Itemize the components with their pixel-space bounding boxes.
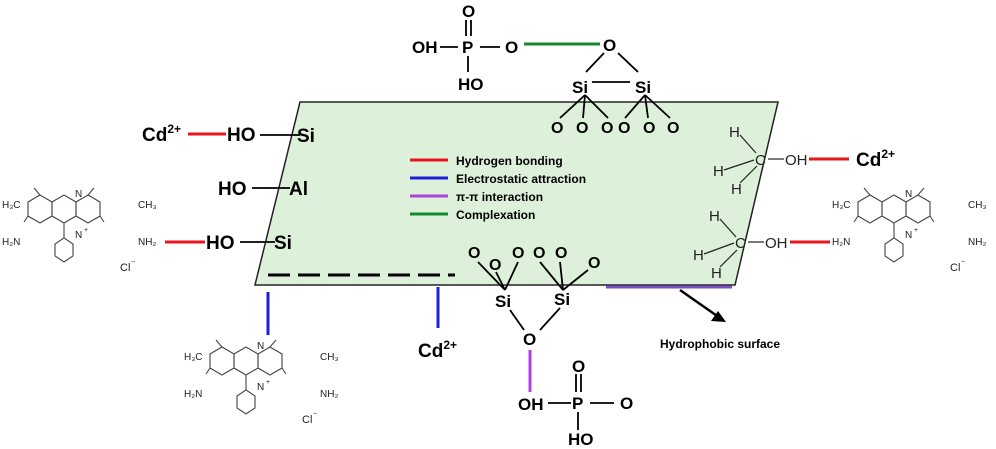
hydrophobic-arrowhead xyxy=(711,311,726,322)
top-siloxane-oxygens: O O O O O O xyxy=(551,120,679,137)
silanol-ho-top: HO xyxy=(227,125,256,146)
legend: Hydrogen bonding Electrostatic attractio… xyxy=(410,154,586,222)
svg-text:H: H xyxy=(693,247,704,264)
cd-ion-bottom: Cd2+ xyxy=(418,338,457,362)
svg-text:N: N xyxy=(905,189,912,200)
aluminol-ho: HO xyxy=(218,179,247,200)
svg-text:N: N xyxy=(75,189,82,200)
dye-molecule-left: H₃C CH₃ H₂N NH₂ N N + Cl − xyxy=(2,187,157,274)
dye-molecule-right: H₃C CH₃ H₂N NH₂ N N + Cl − xyxy=(832,187,987,274)
svg-text:N: N xyxy=(257,341,264,352)
svg-text:N: N xyxy=(905,230,912,241)
methanol-group-top: H H H C OH xyxy=(713,124,808,198)
svg-text:Cl: Cl xyxy=(950,262,960,274)
svg-text:O: O xyxy=(618,120,630,137)
svg-text:H: H xyxy=(729,124,740,141)
dye-molecule-bottom: H₃C CH₃ H₂N NH₂ N N + Cl − xyxy=(184,339,339,426)
svg-text:N: N xyxy=(257,382,264,393)
svg-text:+: + xyxy=(266,379,270,386)
svg-text:O: O xyxy=(667,120,679,137)
svg-text:H₂N: H₂N xyxy=(832,237,850,248)
svg-text:OH: OH xyxy=(785,152,808,169)
svg-text:Cl: Cl xyxy=(120,262,130,274)
svg-text:O: O xyxy=(512,245,524,262)
legend-electrostatic: Electrostatic attraction xyxy=(456,172,586,186)
svg-text:H: H xyxy=(709,208,720,225)
svg-text:−: − xyxy=(961,259,965,266)
bottom-phosphate-o: O xyxy=(620,394,633,413)
svg-text:N: N xyxy=(75,230,82,241)
svg-text:H₃C: H₃C xyxy=(184,352,203,363)
top-phosphate-o-double: O xyxy=(462,2,475,21)
cd-ion-right: Cd2+ xyxy=(856,147,895,171)
svg-text:CH₃: CH₃ xyxy=(320,352,339,363)
aluminol-al: Al xyxy=(289,179,308,200)
top-phosphate-oh: OH xyxy=(412,38,438,57)
svg-text:CH₃: CH₃ xyxy=(968,200,987,211)
legend-complexation: Complexation xyxy=(456,208,535,222)
svg-text:H₂N: H₂N xyxy=(2,237,20,248)
cd-ion-left: Cd2+ xyxy=(142,122,181,146)
bottom-siloxane-oxygens: O O O O O O xyxy=(468,245,600,274)
svg-text:H₃C: H₃C xyxy=(832,200,851,211)
top-phosphate-p: P xyxy=(462,38,473,57)
svg-text:CH₃: CH₃ xyxy=(138,200,157,211)
bottom-si-right: Si xyxy=(554,290,570,309)
svg-text:H: H xyxy=(711,265,722,282)
svg-text:O: O xyxy=(489,257,501,274)
top-siloxane-o: O xyxy=(603,36,616,55)
bottom-phosphate-group xyxy=(548,374,614,430)
svg-text:O: O xyxy=(555,245,567,262)
top-phosphate-ho: HO xyxy=(458,75,484,94)
svg-text:O: O xyxy=(576,120,588,137)
silanol-si-top: Si xyxy=(297,126,315,147)
svg-text:NH₂: NH₂ xyxy=(320,389,338,400)
silanol-ho-bottom: HO xyxy=(206,233,235,254)
bottom-siloxane-bonds xyxy=(477,261,589,331)
svg-text:O: O xyxy=(588,255,600,272)
svg-text:O: O xyxy=(533,245,545,262)
svg-text:H: H xyxy=(713,163,724,180)
top-phosphate-o-bridge: O xyxy=(505,38,518,57)
top-phosphate-group xyxy=(440,20,500,72)
svg-text:OH: OH xyxy=(765,235,788,252)
svg-text:NH₂: NH₂ xyxy=(138,237,156,248)
hydrophobic-surface-label: Hydrophobic surface xyxy=(660,337,780,351)
svg-text:C: C xyxy=(735,235,746,252)
svg-text:H₃C: H₃C xyxy=(2,200,21,211)
svg-text:+: + xyxy=(84,227,88,234)
bottom-si-left: Si xyxy=(495,292,511,311)
adsorbent-surface xyxy=(254,101,779,286)
bottom-phosphate-o-double: O xyxy=(572,357,585,376)
bottom-phosphate-ho: HO xyxy=(568,430,594,449)
svg-text:H: H xyxy=(731,181,742,198)
methanol-group-bottom: H H H C OH xyxy=(693,208,788,282)
hydrophobic-arrow xyxy=(679,288,721,320)
svg-text:H₂N: H₂N xyxy=(184,389,202,400)
legend-hydrogen-bonding: Hydrogen bonding xyxy=(456,154,563,168)
svg-text:O: O xyxy=(551,120,563,137)
bottom-siloxane-o: O xyxy=(523,330,536,349)
svg-text:O: O xyxy=(601,120,613,137)
top-si-right: Si xyxy=(635,78,651,97)
bottom-phosphate-oh: OH xyxy=(518,395,544,414)
silanol-si-bottom: Si xyxy=(274,233,292,254)
svg-text:+: + xyxy=(914,227,918,234)
svg-text:−: − xyxy=(131,259,135,266)
top-si-left: Si xyxy=(572,78,588,97)
svg-text:Cl: Cl xyxy=(302,414,312,426)
svg-text:O: O xyxy=(468,245,480,262)
svg-text:C: C xyxy=(755,152,766,169)
legend-pi-pi: π-π interaction xyxy=(456,190,543,204)
top-siloxane-bonds xyxy=(559,52,671,119)
svg-text:−: − xyxy=(313,411,317,418)
svg-text:NH₂: NH₂ xyxy=(968,237,986,248)
svg-text:O: O xyxy=(643,120,655,137)
bottom-phosphate-p: P xyxy=(572,394,583,413)
